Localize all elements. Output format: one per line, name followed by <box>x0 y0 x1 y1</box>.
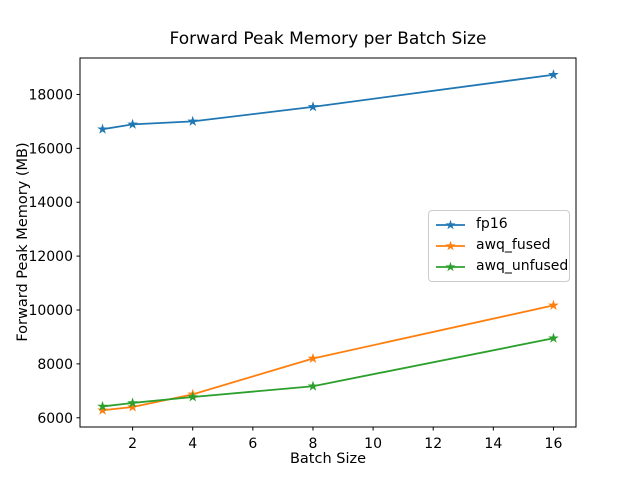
legend-entry-awq-unfused: awq_unfused <box>435 256 568 277</box>
x-tick-label: 6 <box>248 436 257 452</box>
x-tick-label: 12 <box>424 436 442 452</box>
y-tick-label: 6000 <box>37 411 73 427</box>
y-tick-label: 16000 <box>28 141 73 157</box>
legend-label-awq-unfused: awq_unfused <box>476 258 569 274</box>
series-fp16 <box>97 69 559 134</box>
data-point-fp16-4 <box>187 115 199 126</box>
legend-line-sample-fp16 <box>436 219 465 229</box>
series-awq_unfused <box>97 332 559 411</box>
axes-frame <box>79 57 577 428</box>
data-point-awq_unfused-16 <box>548 332 559 343</box>
legend-line-sample-awq-unfused <box>436 261 465 271</box>
data-point-awq_unfused-1 <box>97 400 108 411</box>
legend-sample-marker <box>445 240 456 250</box>
y-tick-label: 12000 <box>28 249 73 265</box>
y-axis-label: Forward Peak Memory (MB) <box>15 142 31 342</box>
x-tick-label: 16 <box>545 436 563 452</box>
y-tick-label: 14000 <box>28 195 73 211</box>
y-axis-ticks: 6000 8000 10000 12000 14000 16000 18000 <box>28 87 80 427</box>
data-point-awq_unfused-8 <box>307 380 319 391</box>
x-tick-label: 14 <box>484 436 502 452</box>
data-point-awq_fused-1 <box>97 404 108 415</box>
x-tick-label: 4 <box>188 436 197 452</box>
data-point-fp16-2 <box>127 118 138 129</box>
data-point-fp16-16 <box>548 69 559 80</box>
series-line-awq_fused <box>102 304 554 412</box>
legend-line-sample-awq-fused <box>436 240 465 250</box>
chart-title: Forward Peak Memory per Batch Size <box>169 29 487 49</box>
data-point-awq_fused-16 <box>548 299 559 310</box>
x-axis-ticks: 2 4 6 8 10 12 14 16 <box>128 427 562 452</box>
data-point-fp16-8 <box>307 101 319 112</box>
x-tick-label: 8 <box>309 436 318 452</box>
x-tick-label: 2 <box>128 436 137 452</box>
y-tick-label: 8000 <box>37 357 73 373</box>
series-line-fp16 <box>102 73 554 131</box>
data-point-awq_unfused-2 <box>127 397 138 408</box>
legend-entry-awq-fused: awq_fused <box>435 235 562 256</box>
legend-sample-marker <box>445 261 456 271</box>
series-line-awq_unfused <box>102 337 554 408</box>
series-awq_fused <box>97 299 559 415</box>
legend: fp16 awq_fused awq_unfused <box>428 210 570 282</box>
legend-label-fp16: fp16 <box>476 216 508 232</box>
data-point-awq_fused-8 <box>307 352 319 364</box>
x-axis-label: Batch Size <box>289 451 367 467</box>
data-point-awq_fused-2 <box>127 401 138 412</box>
legend-label-awq-fused: awq_fused <box>476 237 551 253</box>
x-tick-label: 10 <box>364 436 382 452</box>
y-tick-label: 10000 <box>28 303 73 319</box>
data-point-fp16-1 <box>97 123 108 134</box>
y-tick-label: 18000 <box>28 87 73 103</box>
data-point-awq_unfused-4 <box>187 391 199 402</box>
legend-sample-marker <box>445 219 456 229</box>
legend-entry-fp16: fp16 <box>435 214 562 235</box>
